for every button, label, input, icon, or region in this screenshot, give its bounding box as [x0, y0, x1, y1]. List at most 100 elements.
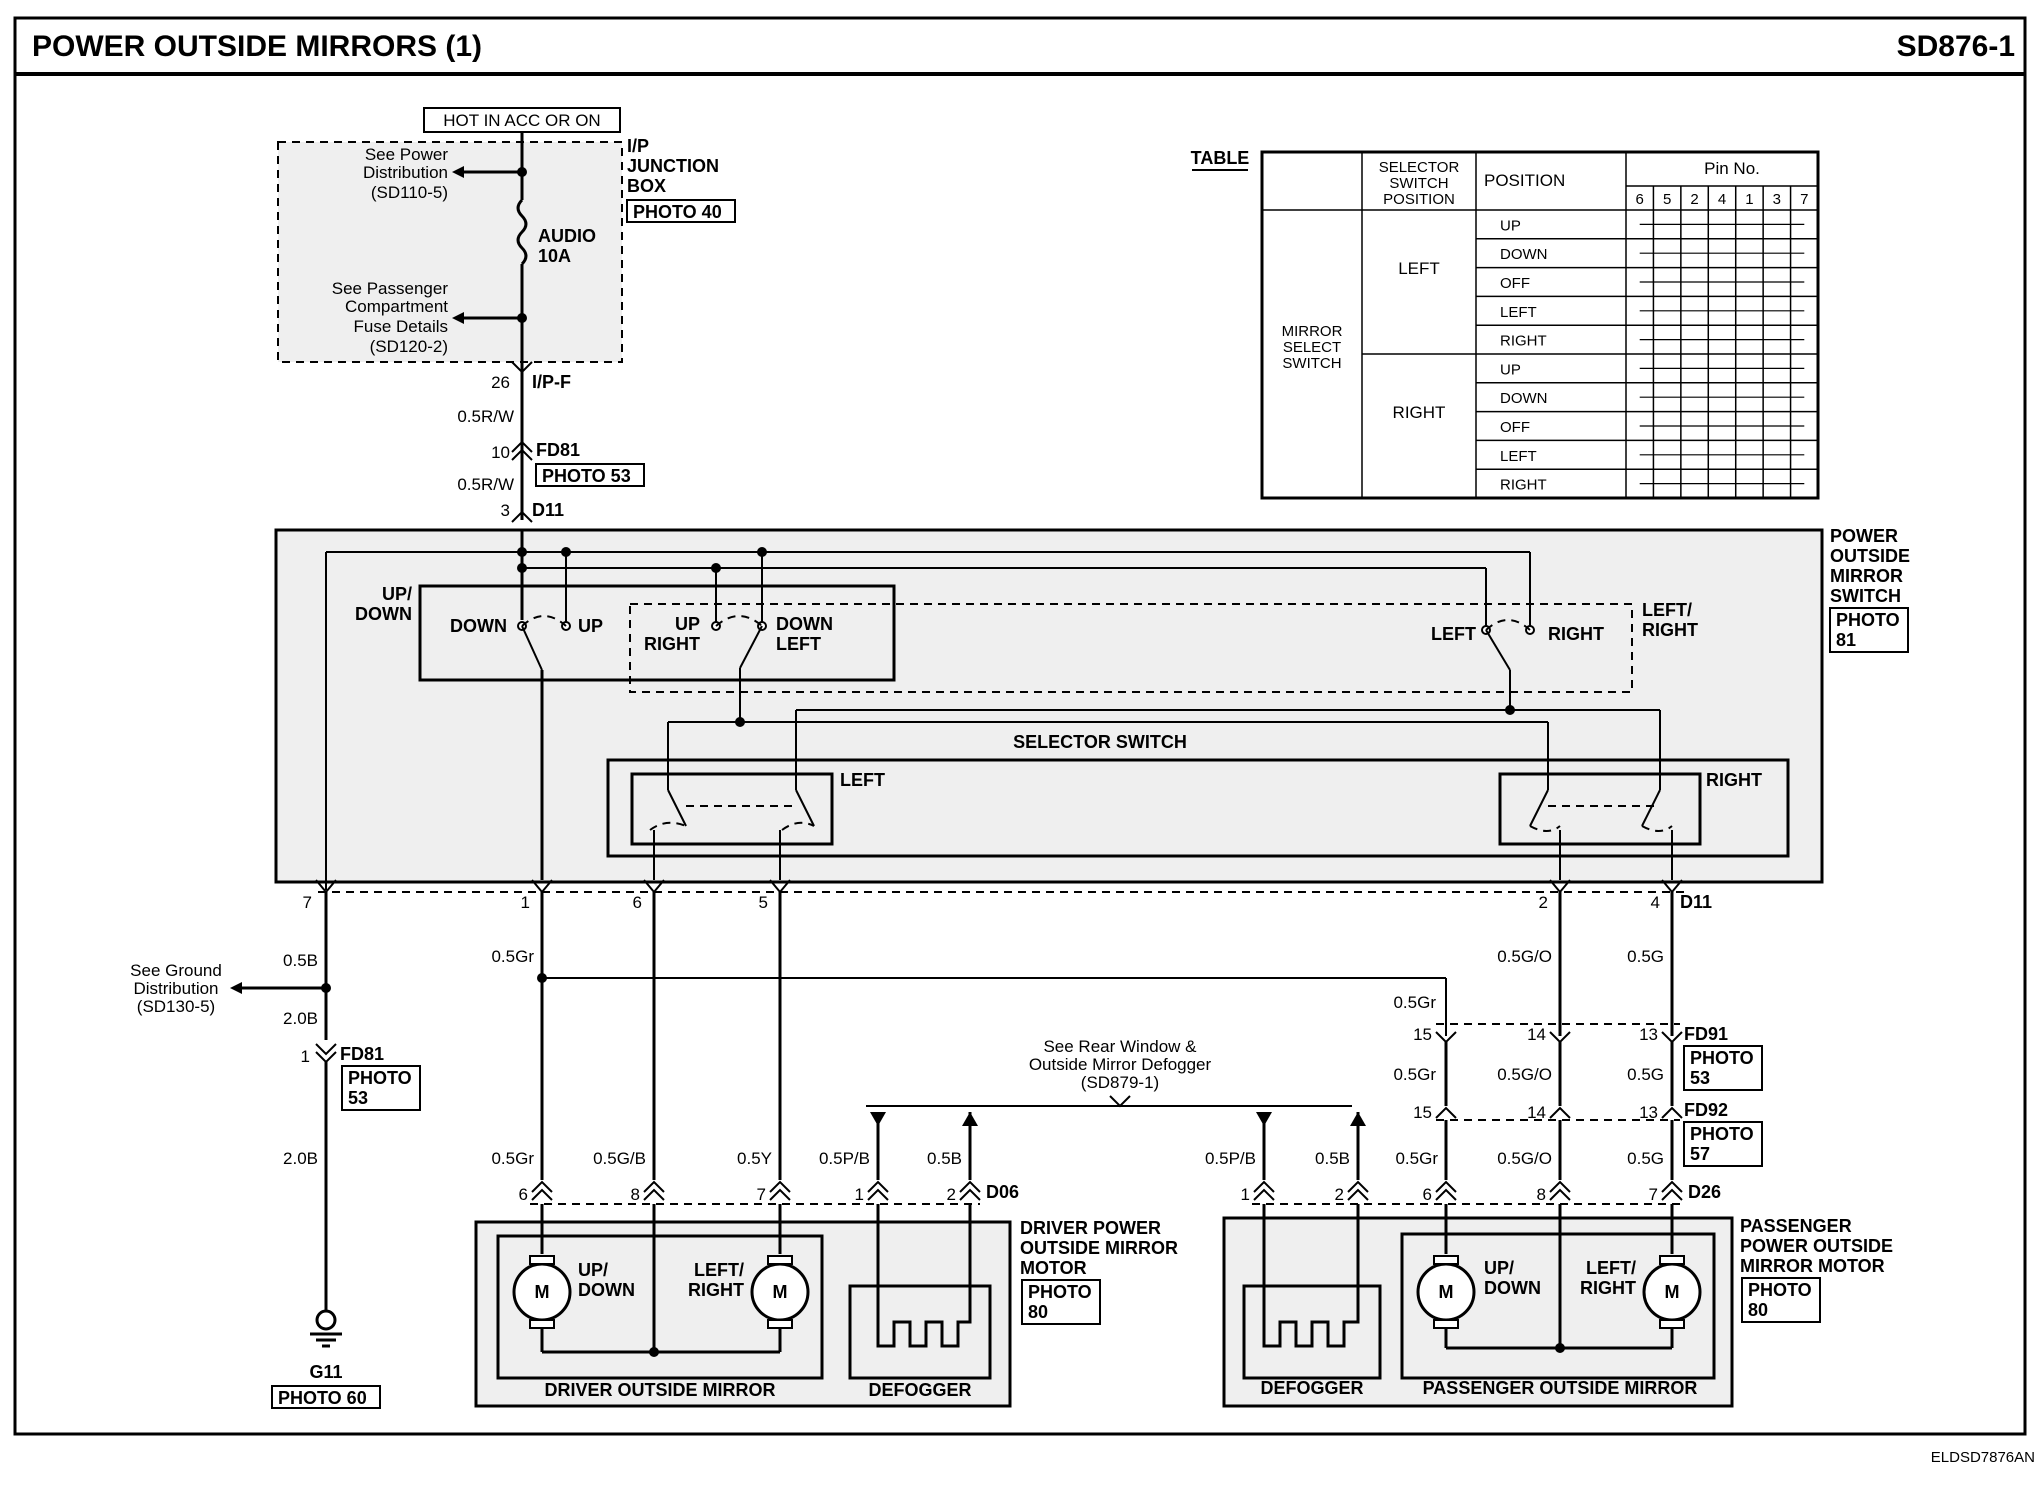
col-pin: Pin No.: [1704, 159, 1760, 178]
switch-label-2: OUTSIDE: [1830, 546, 1910, 566]
position-row-label: DOWN: [1500, 390, 1548, 407]
selector-right-box: [1498, 772, 1702, 846]
drv-label-2: OUTSIDE MIRROR: [1020, 1238, 1178, 1258]
pas-mirror-label: PASSENGER OUTSIDE MIRROR: [1423, 1378, 1698, 1398]
drv-w1: 0.5Gr: [491, 1149, 534, 1168]
pin-header-6: 6: [1636, 191, 1644, 208]
power-outside-mirror-switch: [276, 530, 1822, 882]
gnd-pin: 1: [301, 1047, 310, 1066]
row-group-1: MIRROR: [1282, 323, 1343, 340]
ground-icon: [315, 1309, 337, 1331]
see-ground-3: (SD130-5): [137, 997, 215, 1016]
gnd-w1: 0.5B: [283, 951, 318, 970]
pas-photo-2: 80: [1748, 1300, 1768, 1320]
fd91-pin-15: 15: [1413, 1025, 1432, 1044]
drv-pin-1: 1: [855, 1185, 864, 1204]
fd92-photo-1: PHOTO: [1690, 1124, 1754, 1144]
ipf-conn: I/P-F: [532, 372, 571, 392]
updown-switch-box: [418, 584, 896, 682]
drv-w2: 0.5G/B: [593, 1149, 646, 1168]
w-05gr-mid: 0.5Gr: [1393, 993, 1436, 1012]
ground-photo: PHOTO 60: [278, 1388, 367, 1408]
selector-label: SELECTOR SWITCH: [1013, 732, 1187, 752]
drv-defogger-label: DEFOGGER: [868, 1380, 971, 1400]
jbox-line2: JUNCTION: [627, 156, 719, 176]
pas-motor-m1: M: [1439, 1282, 1454, 1302]
drv-label-1: DRIVER POWER: [1020, 1218, 1161, 1238]
leftright-label-1: LEFT/: [1642, 600, 1692, 620]
pin-header-3: 3: [1773, 191, 1781, 208]
drv-photo-1: PHOTO: [1028, 1282, 1092, 1302]
pin-7: 7: [303, 893, 312, 912]
pas-w3: 0.5Gr: [1395, 1149, 1438, 1168]
col-position: POSITION: [1484, 171, 1565, 190]
leftright-label-2: RIGHT: [1642, 620, 1698, 640]
see-power-2: Distribution: [363, 163, 448, 182]
d11-pin-top: 3: [501, 501, 510, 520]
selector-left-box: [630, 772, 834, 846]
selector-switch-box: [606, 758, 1790, 858]
passenger-mirror-motor-block: [1224, 1218, 1732, 1406]
updown-label-1: UP/: [382, 584, 412, 604]
position-row-label: LEFT: [1500, 304, 1537, 321]
position-row-label: LEFT: [1500, 448, 1537, 465]
fuse-label-2: 10A: [538, 246, 571, 266]
drv-leftright-2: RIGHT: [688, 1280, 744, 1300]
pas-pin-2: 2: [1335, 1185, 1344, 1204]
jbox-line1: I/P: [627, 136, 649, 156]
drv-updown-2: DOWN: [578, 1280, 635, 1300]
ground-name: G11: [309, 1362, 342, 1382]
pin-header-1: 1: [1745, 191, 1753, 208]
see-ground-2: Distribution: [133, 979, 218, 998]
pas-motor-m2: M: [1665, 1282, 1680, 1302]
drv-w5: 0.5B: [927, 1149, 962, 1168]
drv-label-3: MOTOR: [1020, 1258, 1087, 1278]
drv-motor-m1: M: [535, 1282, 550, 1302]
pin-2: 2: [1539, 893, 1548, 912]
pas-pin-6: 6: [1423, 1185, 1432, 1204]
row-group-3: SWITCH: [1282, 355, 1341, 372]
fd92-w3: 0.5G: [1627, 1065, 1664, 1084]
fd92-pin-15: 15: [1413, 1103, 1432, 1122]
d11-conn-bottom: D11: [1680, 892, 1712, 912]
fd91-photo-1: PHOTO: [1690, 1048, 1754, 1068]
switch-label-1: POWER: [1830, 526, 1898, 546]
drv-photo-2: 80: [1028, 1302, 1048, 1322]
page-code: SD876-1: [1897, 30, 2015, 63]
pas-w4: 0.5G/O: [1497, 1149, 1552, 1168]
see-pass-1: See Passenger: [332, 279, 449, 298]
fd92-conn: FD92: [1684, 1100, 1728, 1120]
pas-w2: 0.5B: [1315, 1149, 1350, 1168]
see-rear-2: Outside Mirror Defogger: [1029, 1055, 1212, 1074]
switch-photo-1: PHOTO: [1836, 610, 1900, 630]
w-05g-top: 0.5G: [1627, 947, 1664, 966]
driver-mirror-motor-block: [476, 1222, 1010, 1406]
switch-photo-2: 81: [1836, 630, 1856, 650]
drv-pin-8: 8: [631, 1185, 640, 1204]
frame: [13, 16, 2027, 1436]
col-selector-3: POSITION: [1383, 191, 1455, 208]
table-caption: TABLE: [1191, 148, 1250, 168]
pas-defogger-label: DEFOGGER: [1260, 1378, 1363, 1398]
sel-right-label: RIGHT: [1706, 770, 1762, 790]
see-power-1: See Power: [365, 145, 448, 164]
drv-defogger-icon: [876, 1290, 972, 1348]
footer-ref: ELDSD7876AN: [1931, 1449, 2035, 1466]
position-row-label: RIGHT: [1500, 477, 1547, 494]
row-group-2: SELECT: [1283, 339, 1341, 356]
jbox-photo: PHOTO 40: [633, 202, 722, 222]
jbox-line3: BOX: [627, 176, 666, 196]
pas-updown-1: UP/: [1484, 1258, 1514, 1278]
ip-junction-box: [278, 142, 622, 362]
down-label: DOWN: [450, 616, 507, 636]
sel-left-label: LEFT: [840, 770, 885, 790]
pas-leftright-1: LEFT/: [1586, 1258, 1636, 1278]
pas-w1: 0.5P/B: [1205, 1149, 1256, 1168]
drv-pin-2: 2: [947, 1185, 956, 1204]
see-ground-1: See Ground: [130, 961, 222, 980]
position-row-label: UP: [1500, 361, 1521, 378]
fd92-photo-2: 57: [1690, 1144, 1710, 1164]
pas-label-3: MIRROR MOTOR: [1740, 1256, 1885, 1276]
pin-1: 1: [521, 893, 530, 912]
position-row-label: DOWN: [1500, 246, 1548, 263]
